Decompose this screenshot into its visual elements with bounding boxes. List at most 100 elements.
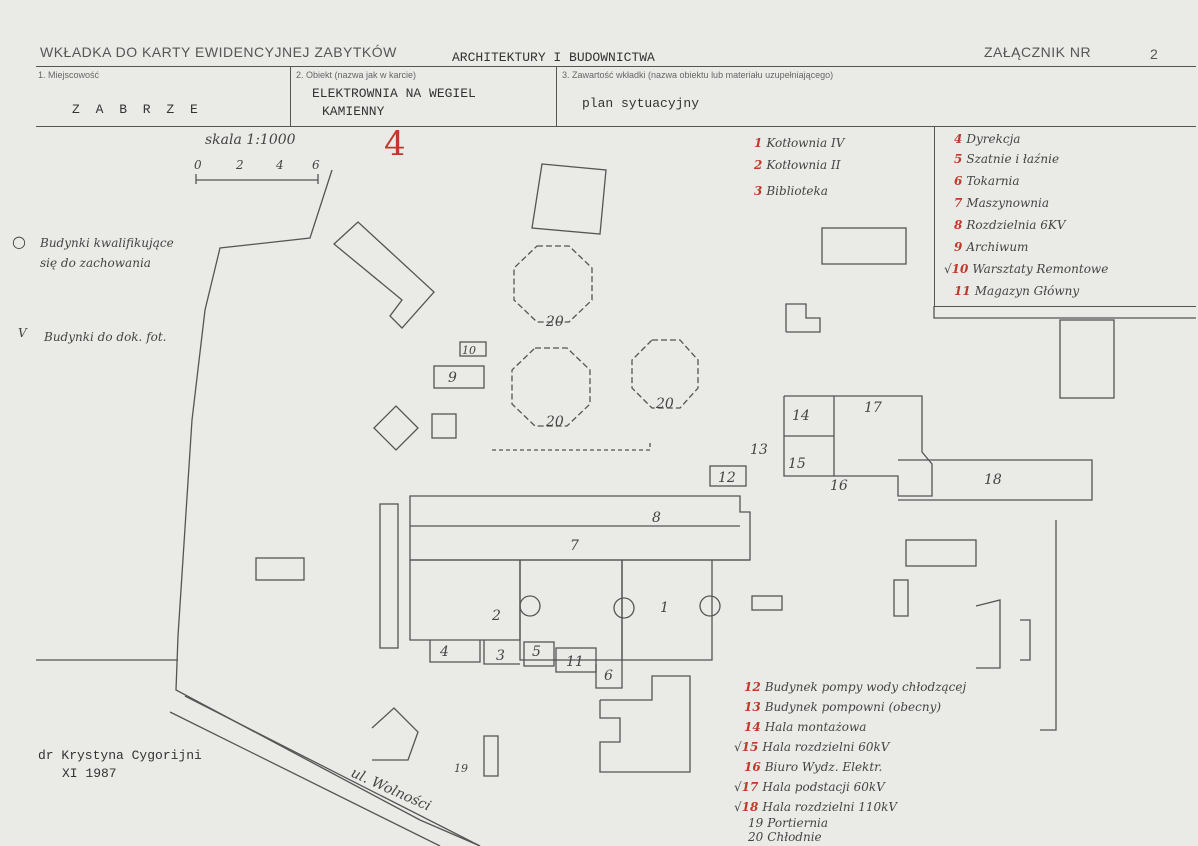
plan-label-13: 13 [750,442,768,458]
legend-box-left [934,126,935,306]
building-lower [599,675,691,773]
building-gate [371,707,419,761]
plan-label-5: 5 [532,644,541,660]
building-far-right [1059,319,1115,399]
fence-dashed [492,440,651,451]
building-small [431,413,457,439]
category-label: ARCHITEKTURY I BUDOWNICTWA [452,50,655,65]
building-left [255,557,305,581]
plan-label-2: 2 [491,608,501,624]
annex-number: 2 [1150,46,1159,62]
building-right-small [751,595,783,611]
site-boundary [175,169,481,846]
building-19 [483,735,499,777]
plan-label-19: 19 [454,762,468,775]
building-2 [409,560,521,641]
building-12 [709,465,747,487]
building-right-tower [975,599,1001,669]
form-title: WKŁADKA DO KARTY EWIDENCYJNEJ ZABYTKÓW [40,44,397,60]
legend-doc-mark: V [18,326,27,340]
scale-tick-6: 6 [312,158,320,172]
building-1 [621,560,713,661]
field2-value-line1: ELEKTROWNIA NA WEGIEL [312,86,476,101]
building-upper-right [821,227,907,265]
building-8 [409,495,751,561]
site-boundary-east [1040,520,1057,731]
building-right-mid [905,539,977,567]
cooling-tower-3 [631,339,699,409]
legend-box-bottom [934,306,1196,307]
building-complex-14-17 [783,395,933,497]
chimney [613,597,635,619]
building-9 [433,365,485,389]
field1-label: 1. Miejscowość [38,70,100,80]
chimney [519,595,541,617]
annex-label: ZAŁĄCZNIK NR [984,44,1092,60]
field1-value: Z A B R Z E [72,102,202,117]
building-3 [483,640,520,665]
header-divider-2 [556,66,557,126]
scale-tick-0: 0 [194,158,202,172]
plan-label-12: 12 [718,470,736,486]
plan-label-10: 10 [462,344,476,357]
building-right-narrow [893,579,909,617]
cooling-tower-1 [513,245,593,323]
plan-label-4: 4 [439,644,449,660]
plan-label-11: 11 [566,654,584,670]
building-small-right [785,303,821,333]
plan-label-1: 1 [660,600,669,616]
building-6 [595,660,623,689]
building-5 [523,641,555,667]
chimney [699,595,721,617]
north-arrow: 4 [384,124,406,164]
plan-label-18: 18 [984,472,1002,488]
author-name: dr Krystyna Cygorijni [38,748,202,763]
building-diamond [373,405,419,451]
building-top [531,163,607,235]
plan-label-20a: 20 [545,314,564,330]
header-rule-bottom [36,126,1196,127]
plan-label-20b: 20 [545,414,564,430]
scale-label: skala 1:1000 [205,132,296,148]
building-column [379,503,399,649]
street-line [169,711,441,846]
scale-tick-4: 4 [276,158,284,172]
building-11 [555,647,597,673]
building-4 [429,640,481,663]
plan-label-15: 15 [788,456,806,472]
plan-label-6: 6 [604,668,613,684]
street-line [184,695,481,846]
plan-label-14: 14 [792,408,810,424]
author-date: XI 1987 [62,766,117,781]
field3-label: 3. Zawartość wkładki (nazwa obiektu lub … [562,70,834,80]
building-10 [459,341,487,357]
plan-label-8: 8 [652,510,661,526]
scale-tick-2: 2 [236,158,244,172]
legend-qualify-line1: Budynki kwalifikujące [40,236,174,250]
building-18 [898,459,1093,501]
plan-label-3: 3 [496,648,505,664]
